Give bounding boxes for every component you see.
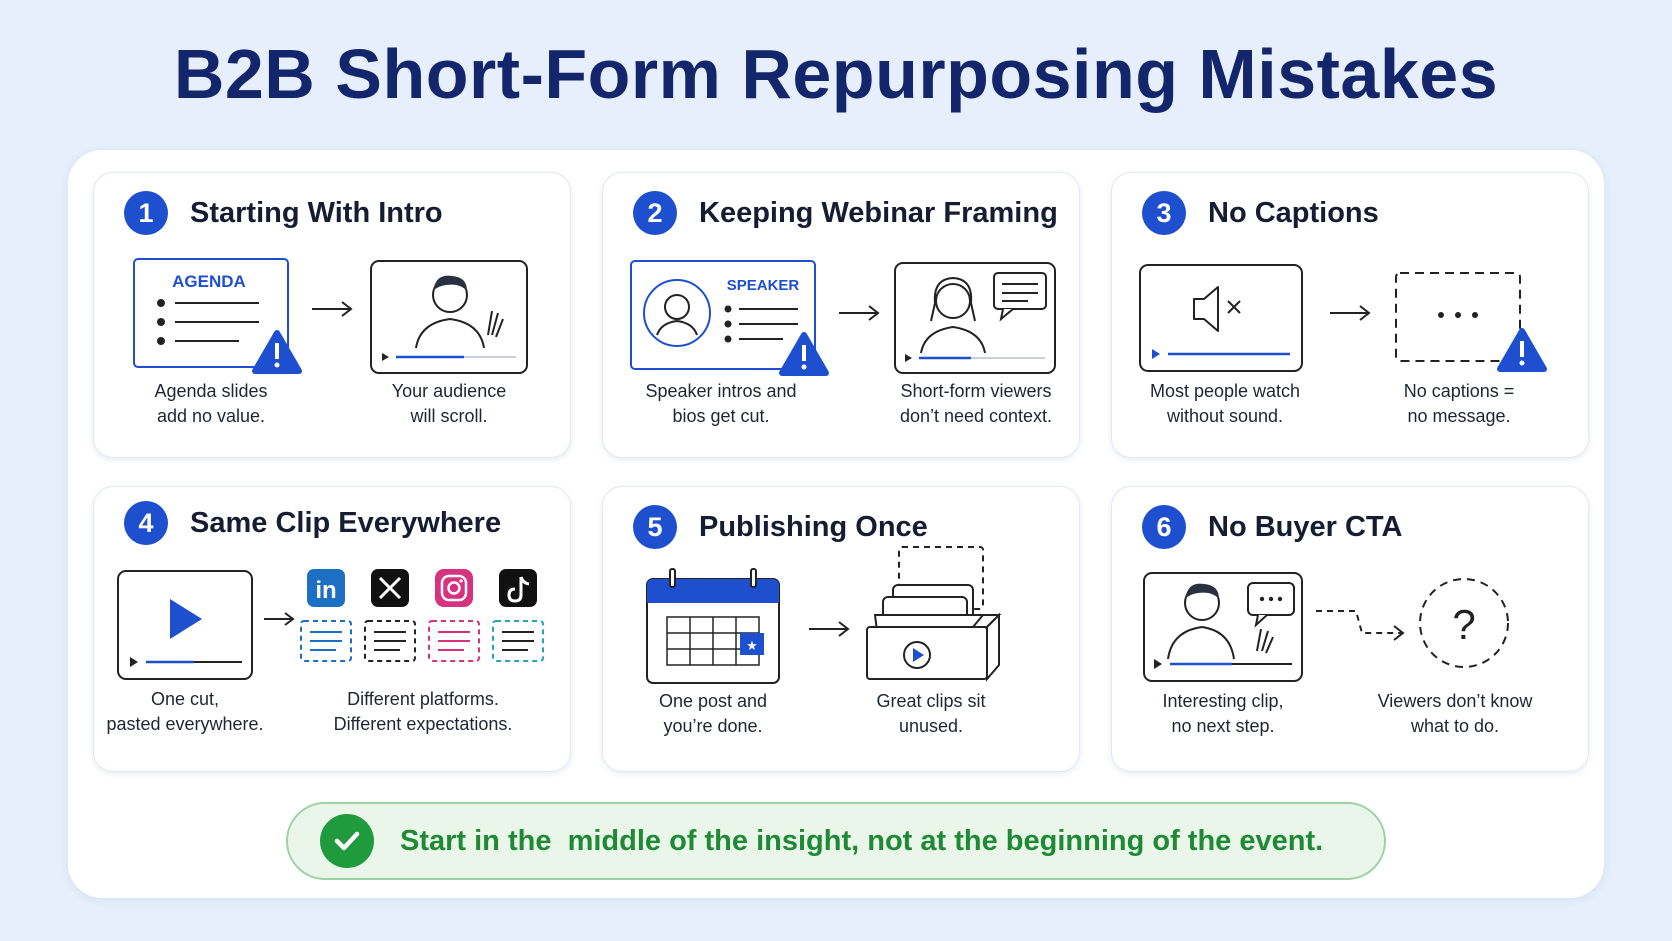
presenter-chat-video-icon (1143, 572, 1303, 682)
mistakes-panel: 1 Starting With Intro AGENDA (68, 150, 1604, 898)
arrow-right-icon (1330, 305, 1371, 321)
step-number: 6 (1142, 505, 1186, 549)
card-publishing-once: 5 Publishing Once ★ (602, 486, 1080, 772)
arrow-right-icon (839, 305, 880, 321)
agenda-slide-icon: AGENDA (133, 258, 289, 368)
caption-left: One cut, pasted everywhere. (106, 689, 264, 734)
caption-right: Different platforms. Different expectati… (333, 689, 513, 734)
card-no-buyer-cta: 6 No Buyer CTA (1111, 486, 1589, 772)
caption-right: Viewers don’t know what to do. (1377, 691, 1533, 736)
step-number: 5 (633, 505, 677, 549)
caption-right: No captions = no message. (1403, 381, 1515, 426)
caption-right: Great clips sit unused. (876, 691, 986, 736)
arrow-right-icon (264, 612, 295, 626)
svg-text:★: ★ (746, 639, 758, 654)
linkedin-icon: in (307, 569, 345, 607)
warning-icon (252, 330, 302, 374)
caption-left: Agenda slides add no value. (154, 381, 268, 426)
tiktok-icon (499, 569, 537, 607)
card-title: No Buyer CTA (1208, 510, 1403, 543)
caption-left: One post and you’re done. (658, 691, 768, 736)
step-number: 2 (633, 191, 677, 235)
caption-right: Short-form viewers don’t need context. (899, 381, 1053, 426)
arrow-right-icon (809, 621, 850, 637)
speaker-slide-icon: SPEAKER (630, 260, 816, 370)
warning-icon (1497, 328, 1547, 372)
caption-right: Your audience will scroll. (391, 381, 507, 426)
play-video-icon (117, 570, 253, 680)
arrow-right-icon (312, 301, 353, 317)
card-title: Starting With Intro (190, 196, 443, 229)
card-title: Same Clip Everywhere (190, 506, 502, 539)
presenter-video-icon (370, 260, 528, 374)
takeaway-banner: Start in the middle of the insight, not … (286, 802, 1386, 880)
svg-text:in: in (315, 577, 336, 604)
card-title: Publishing Once (699, 510, 928, 543)
instagram-icon (435, 569, 473, 607)
dashed-arrow-icon (1316, 610, 1405, 641)
muted-video-icon (1139, 264, 1303, 372)
card-starting-with-intro: 1 Starting With Intro AGENDA (93, 172, 571, 458)
step-number: 4 (124, 501, 168, 545)
svg-text:?: ? (1452, 601, 1475, 648)
card-same-clip-everywhere: 4 Same Clip Everywhere in (93, 486, 571, 772)
warning-icon (779, 332, 829, 376)
slide-label: AGENDA (172, 272, 246, 291)
missing-caption-icon (1395, 272, 1521, 362)
slide-label: SPEAKER (727, 277, 800, 294)
card-no-captions: 3 No Captions Most p (1111, 172, 1589, 458)
step-number: 1 (124, 191, 168, 235)
card-keeping-webinar-framing: 2 Keeping Webinar Framing SPEAKER (602, 172, 1080, 458)
speaker-video-icon (894, 262, 1056, 374)
check-icon (320, 814, 374, 868)
question-icon: ? (1419, 578, 1509, 668)
page-title: B2B Short-Form Repurposing Mistakes (173, 35, 1499, 113)
calendar-icon: ★ (646, 568, 780, 684)
takeaway-text: Start in the middle of the insight, not … (400, 824, 1324, 857)
caption-left: Interesting clip, no next step. (1162, 691, 1284, 736)
card-title: Keeping Webinar Framing (699, 196, 1058, 229)
caption-left: Most people watch without sound. (1149, 381, 1301, 426)
platform-clips (300, 620, 544, 662)
caption-left: Speaker intros and bios get cut. (645, 381, 797, 426)
card-title: No Captions (1208, 196, 1379, 229)
x-icon (371, 569, 409, 607)
clip-box-icon (866, 546, 1002, 682)
step-number: 3 (1142, 191, 1186, 235)
